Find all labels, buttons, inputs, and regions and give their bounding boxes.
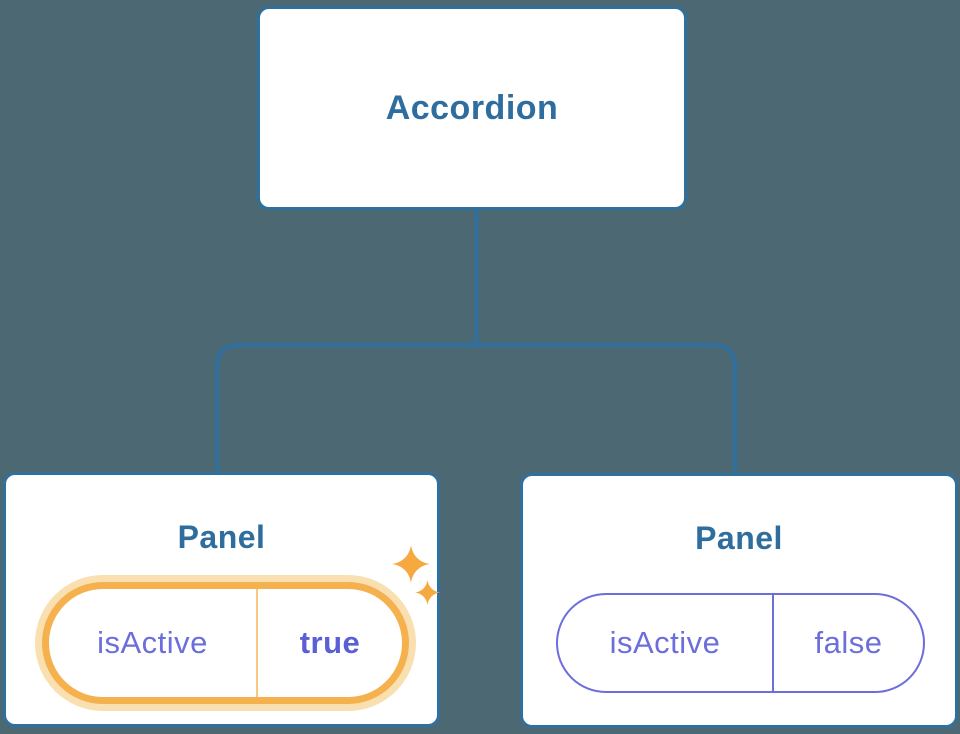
- state-pill-active: isActive true: [42, 582, 409, 704]
- panel-node-inactive: Panel isActive false: [520, 473, 958, 728]
- sparkle-small-icon: [415, 580, 440, 605]
- state-key-label: isActive: [49, 589, 258, 697]
- accordion-node-label: Accordion: [385, 88, 559, 127]
- state-pill-inactive: isActive false: [556, 593, 925, 693]
- panel-node-label: Panel: [177, 519, 266, 555]
- accordion-node: Accordion: [257, 6, 687, 210]
- panel-node-label: Panel: [695, 520, 783, 556]
- state-key-label: isActive: [558, 595, 774, 691]
- panel-node-active: Panel isActive true: [3, 472, 440, 727]
- state-value-label: false: [814, 625, 883, 660]
- state-value-label: true: [299, 625, 361, 660]
